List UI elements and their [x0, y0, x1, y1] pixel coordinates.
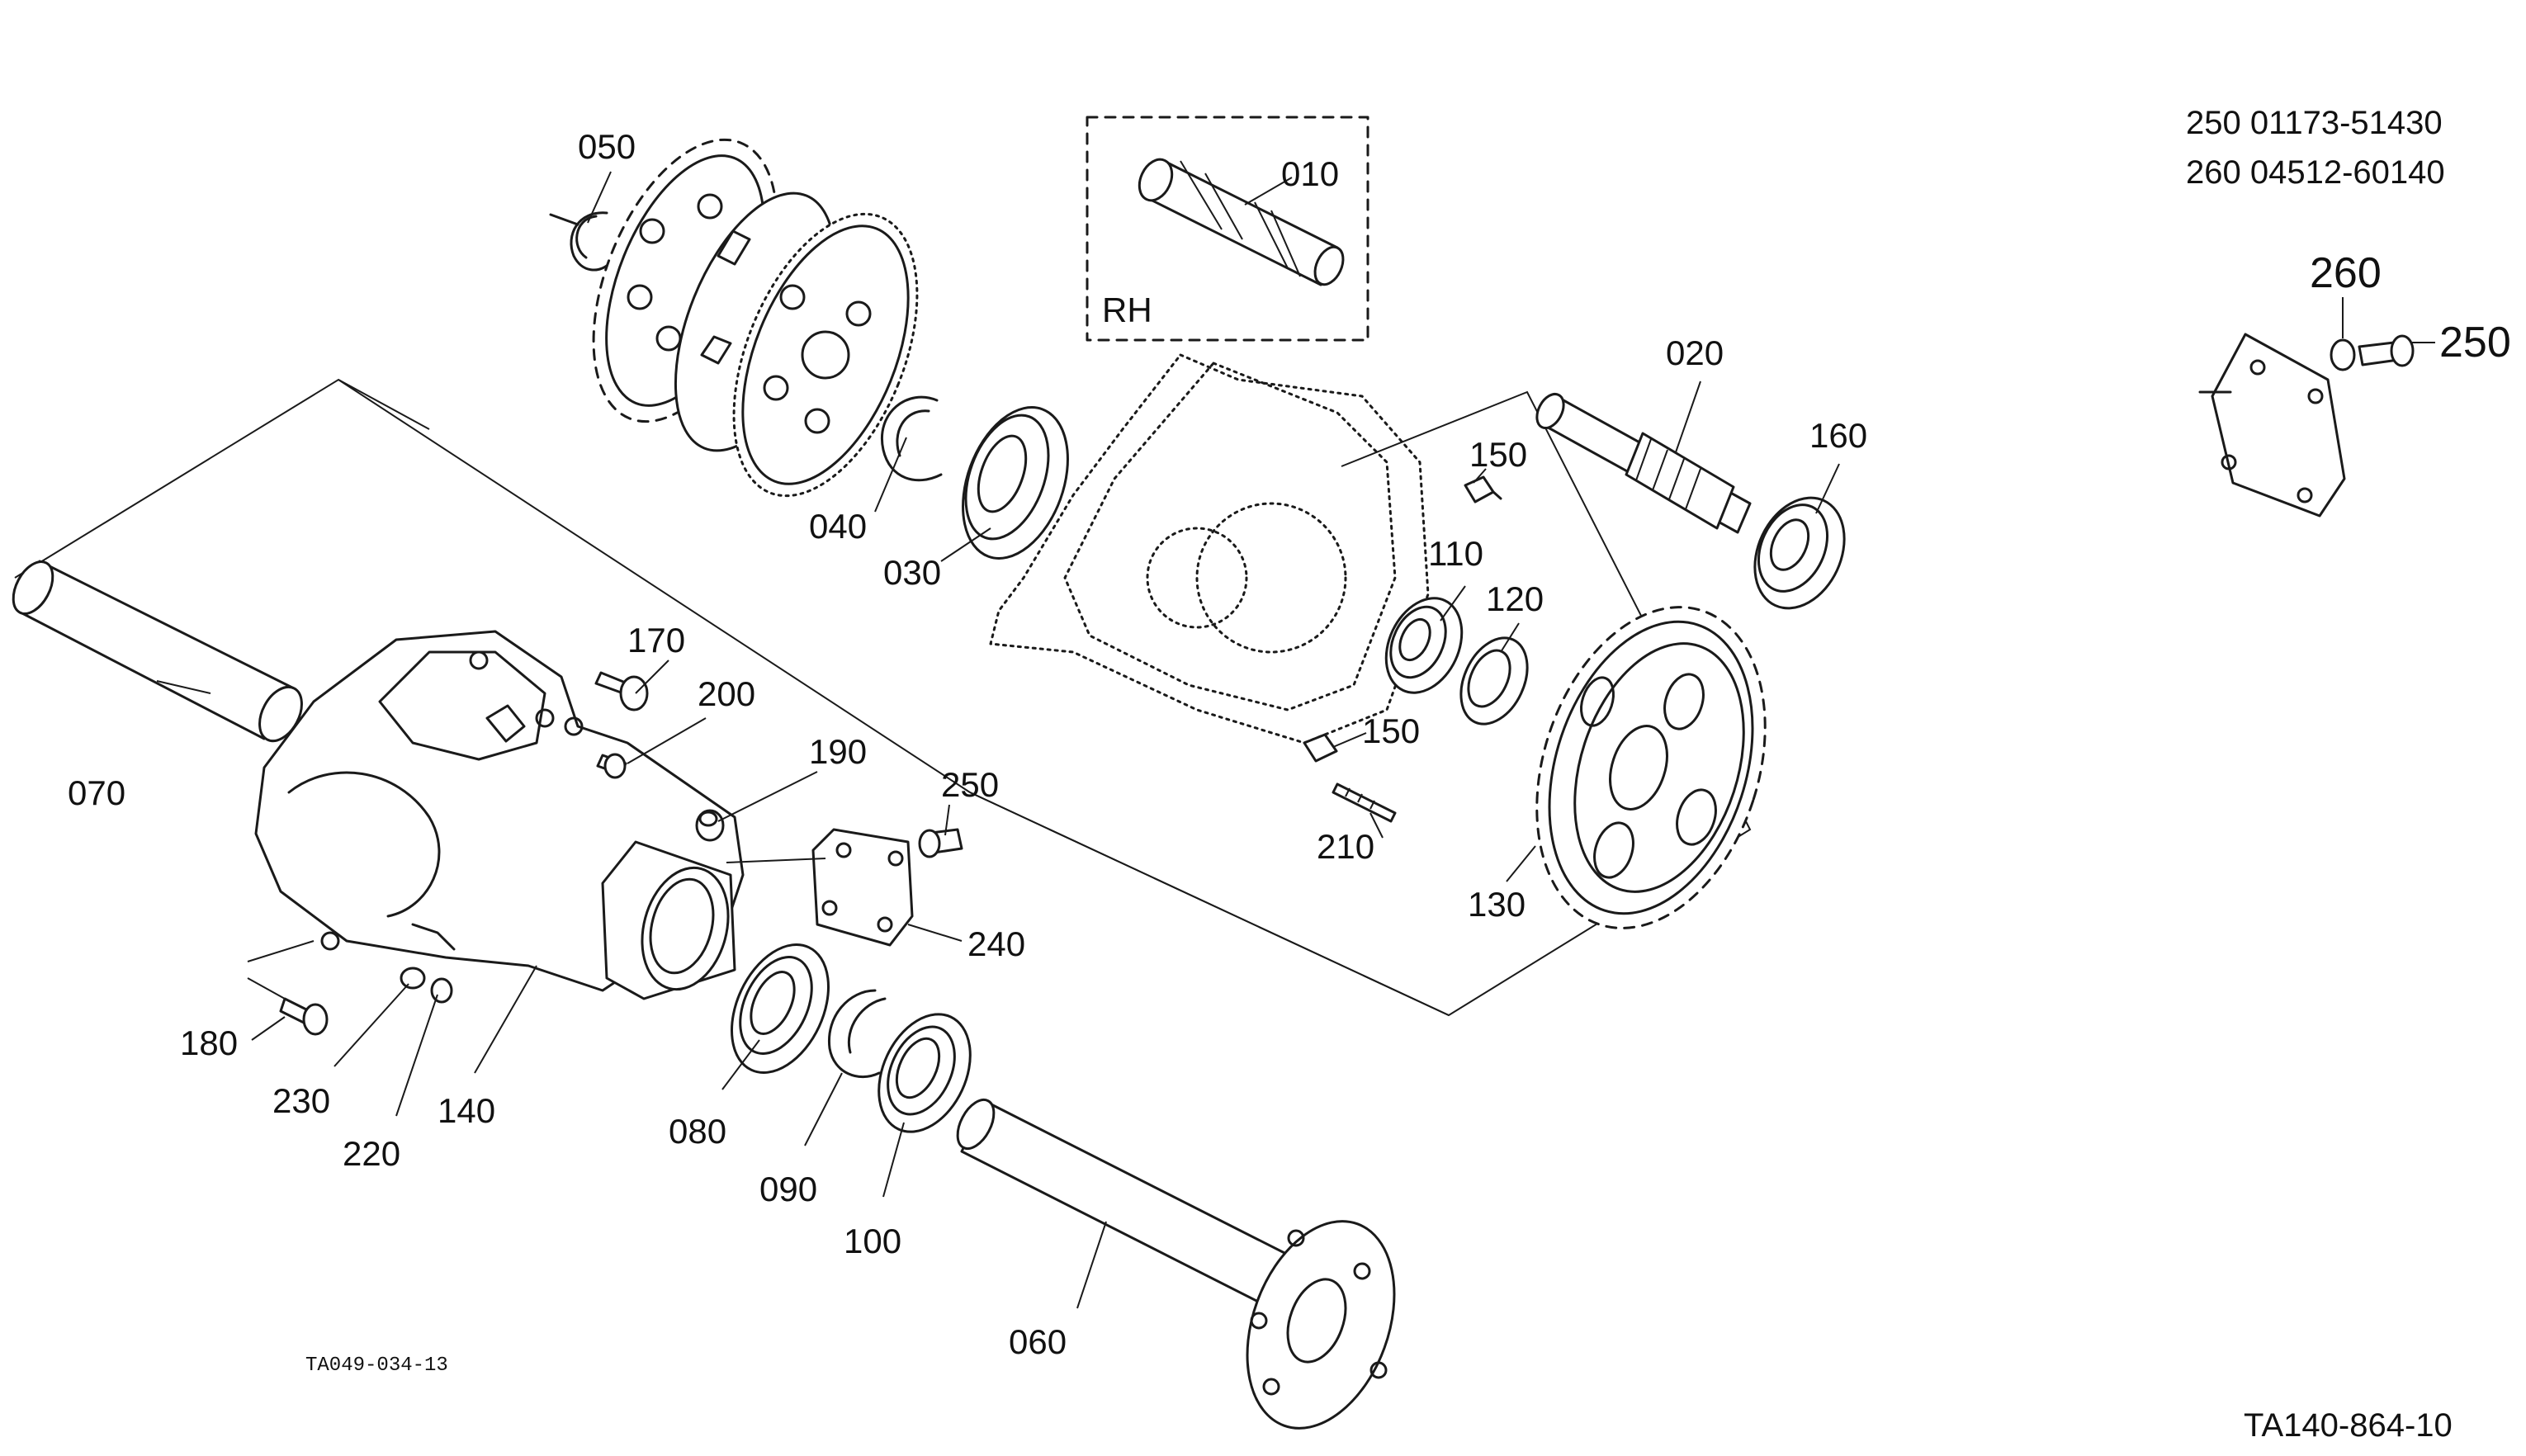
bearing-080 — [731, 943, 830, 1074]
label-230: 230 — [272, 1081, 330, 1120]
axle-housing-140 — [254, 630, 745, 1000]
label-170: 170 — [627, 621, 685, 659]
label-060: 060 — [1009, 1322, 1067, 1361]
label-010: 010 — [1281, 154, 1339, 193]
label-180: 180 — [180, 1023, 238, 1062]
bolt-170 — [594, 671, 649, 711]
bolt-200 — [596, 753, 627, 779]
inset-bolt-250 — [2358, 334, 2415, 367]
seal-100 — [877, 1013, 972, 1133]
bearing-030 — [962, 406, 1069, 560]
bolt-250 — [918, 828, 963, 858]
friction-discs — [592, 138, 919, 498]
label-080: 080 — [669, 1112, 726, 1151]
assembly-frame-lines — [14, 378, 1752, 1017]
label-160: 160 — [1809, 416, 1867, 455]
shaft-020 — [1535, 392, 1752, 534]
label-030: 030 — [883, 553, 941, 592]
plug-190 — [695, 809, 725, 842]
tube-070 — [12, 560, 303, 743]
label-150-upper: 150 — [1469, 435, 1527, 474]
drawing-ref-main: TA140-864-10 — [2244, 1407, 2453, 1444]
drawing-ref-small: TA049-034-13 — [305, 1354, 448, 1377]
label-260-inset: 260 — [2310, 249, 2382, 297]
callout-labels: 050 010 RH 040 030 020 160 150 110 120 1… — [68, 127, 2511, 1361]
snap-ring-050 — [549, 211, 613, 272]
part-number-notes: 250 01173-51430 260 04512-60140 — [2186, 105, 2445, 191]
pin-150-upper — [1464, 475, 1502, 503]
label-070: 070 — [68, 773, 125, 812]
pin-150-lower — [1303, 733, 1338, 763]
plate-240 — [811, 828, 914, 947]
label-130: 130 — [1468, 885, 1526, 924]
label-240: 240 — [967, 924, 1025, 963]
label-100: 100 — [844, 1222, 901, 1260]
leader-lines — [156, 171, 2435, 1309]
label-210: 210 — [1317, 827, 1374, 866]
label-040: 040 — [809, 507, 867, 546]
label-140: 140 — [438, 1091, 495, 1130]
note-line-1: 250 01173-51430 — [2186, 105, 2443, 141]
label-150-lower: 150 — [1362, 711, 1420, 750]
bolt-180 — [279, 997, 329, 1036]
bearing-110 — [1384, 597, 1464, 694]
rh-option-box — [1086, 116, 1369, 342]
label-020: 020 — [1666, 333, 1724, 372]
label-250-inset: 250 — [2439, 319, 2511, 366]
label-220: 220 — [343, 1134, 400, 1173]
center-housing — [989, 353, 1430, 745]
nut-230 — [400, 967, 426, 990]
label-050: 050 — [578, 127, 636, 166]
inset-washer-260 — [2330, 338, 2356, 371]
snap-ring-090 — [827, 989, 887, 1078]
bearing-160 — [1753, 496, 1846, 610]
shaft-010 — [1138, 158, 1345, 286]
washer-220 — [430, 977, 453, 1004]
label-120: 120 — [1486, 579, 1544, 618]
label-rh: RH — [1102, 291, 1152, 329]
seal-120 — [1459, 636, 1529, 726]
label-090: 090 — [759, 1170, 817, 1208]
label-250: 250 — [941, 765, 999, 804]
axle-shaft-060 — [956, 1099, 1396, 1430]
stud-210 — [1332, 782, 1397, 823]
label-200: 200 — [698, 674, 755, 713]
label-190: 190 — [809, 732, 867, 771]
gear-130 — [1535, 606, 1767, 929]
label-110: 110 — [1428, 534, 1483, 573]
snap-ring-040 — [881, 395, 943, 482]
note-line-2: 260 04512-60140 — [2186, 154, 2445, 191]
inset-bracket — [2198, 333, 2346, 518]
